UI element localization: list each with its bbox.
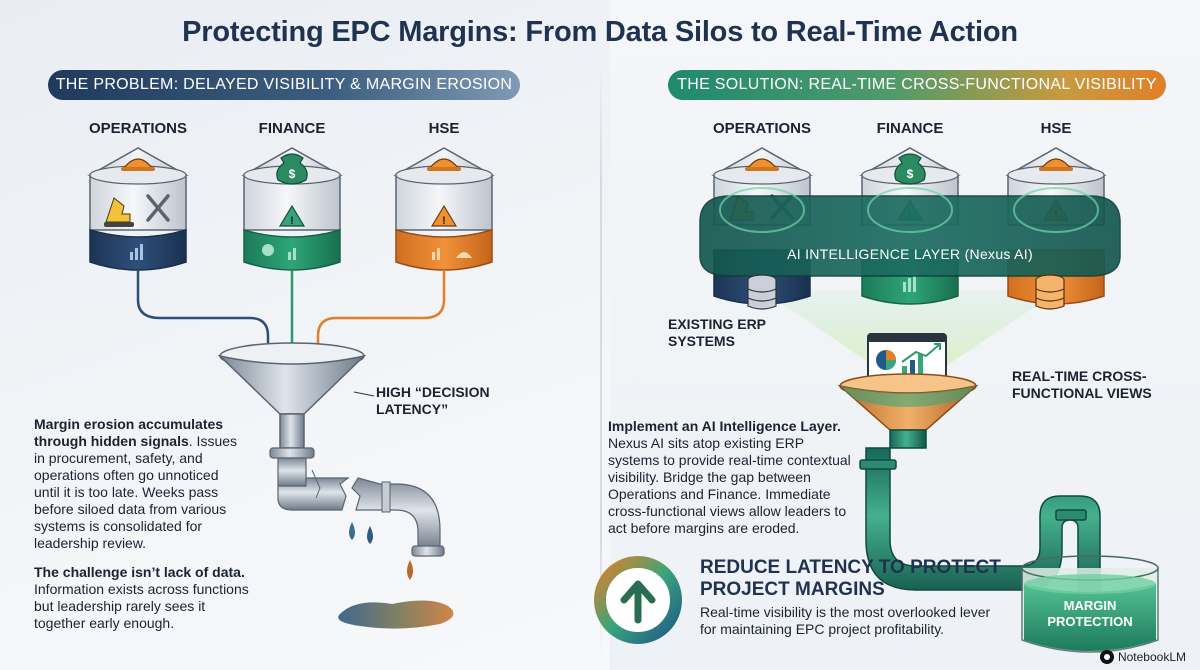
margin-protection-label: Margin Protection <box>1047 598 1133 629</box>
solution-para-bold: Implement an AI Intelligence Layer. <box>608 418 841 434</box>
label-hse-right: HSE <box>1040 120 1072 137</box>
svg-text:$: $ <box>907 167 914 181</box>
problem-para1-bold: Margin erosion accumulates through hidde… <box>34 416 224 449</box>
visibility-beam <box>762 290 1060 370</box>
footer-brand: NotebookLM <box>1099 650 1186 664</box>
problem-para2-bold: The challenge isn’t lack of data. <box>34 564 245 580</box>
footer-brand-text: NotebookLM <box>1117 650 1186 664</box>
latency-leader-line <box>353 391 375 397</box>
broken-pipe <box>269 447 454 629</box>
ai-intelligence-layer <box>699 195 1121 277</box>
silo-finance-left: $ ! <box>241 147 343 271</box>
svg-text:!: ! <box>290 215 294 227</box>
svg-text:!: ! <box>442 215 446 227</box>
solution-paragraph: Implement an AI Intelligence Layer. Nexu… <box>608 418 858 537</box>
problem-banner: The Problem: Delayed Visibility & Margin… <box>48 70 520 100</box>
problem-paragraph-2: The challenge isn’t lack of data. Inform… <box>34 564 250 632</box>
silo-hse-left: ! <box>393 147 495 271</box>
svg-text:$: $ <box>289 167 296 181</box>
problem-para1-rest: . Issues in procurement, safety, and ope… <box>34 433 238 551</box>
decision-latency-label: High “Decision Latency” <box>376 384 490 417</box>
erp-database-icon-2 <box>1035 274 1065 310</box>
label-finance-left: FINANCE <box>258 120 326 137</box>
funnel-right <box>837 373 979 449</box>
solution-banner: The Solution: Real-Time Cross-Functional… <box>668 70 1166 100</box>
problem-panel-bg <box>0 0 610 670</box>
left-data-lines <box>136 270 446 350</box>
funnel-left <box>217 342 367 449</box>
label-finance-right: FINANCE <box>876 120 944 137</box>
erp-database-icon <box>747 274 777 310</box>
erp-systems-label: Existing ERP Systems <box>668 316 766 349</box>
margin-protection-tank <box>1021 555 1159 653</box>
problem-para2-rest: Information exists across functions but … <box>34 581 249 631</box>
page-title: Protecting EPC Margins: From Data Silos … <box>182 16 1018 48</box>
solution-para-rest: Nexus AI sits atop existing ERP systems … <box>608 435 851 536</box>
panel-divider <box>600 60 602 660</box>
ai-layer-label: AI INTELLIGENCE LAYER (Nexus AI) <box>787 246 1033 262</box>
notebooklm-logo-icon <box>1099 650 1114 664</box>
silo-operations-left <box>87 147 189 271</box>
cross-functional-views-label: Real-Time Cross-Functional Views <box>1012 368 1152 401</box>
reduce-latency-icon <box>594 556 682 644</box>
label-operations-left: OPERATIONS <box>88 120 188 137</box>
cta-body: Real-time visibility is the most overloo… <box>700 604 991 637</box>
problem-paragraph-1: Margin erosion accumulates through hidde… <box>34 416 244 552</box>
cta-title: REDUCE LATENCY TO PROTECT PROJECT MARGIN… <box>700 557 1001 600</box>
label-operations-right: OPERATIONS <box>712 120 812 137</box>
label-hse-left: HSE <box>428 120 460 137</box>
